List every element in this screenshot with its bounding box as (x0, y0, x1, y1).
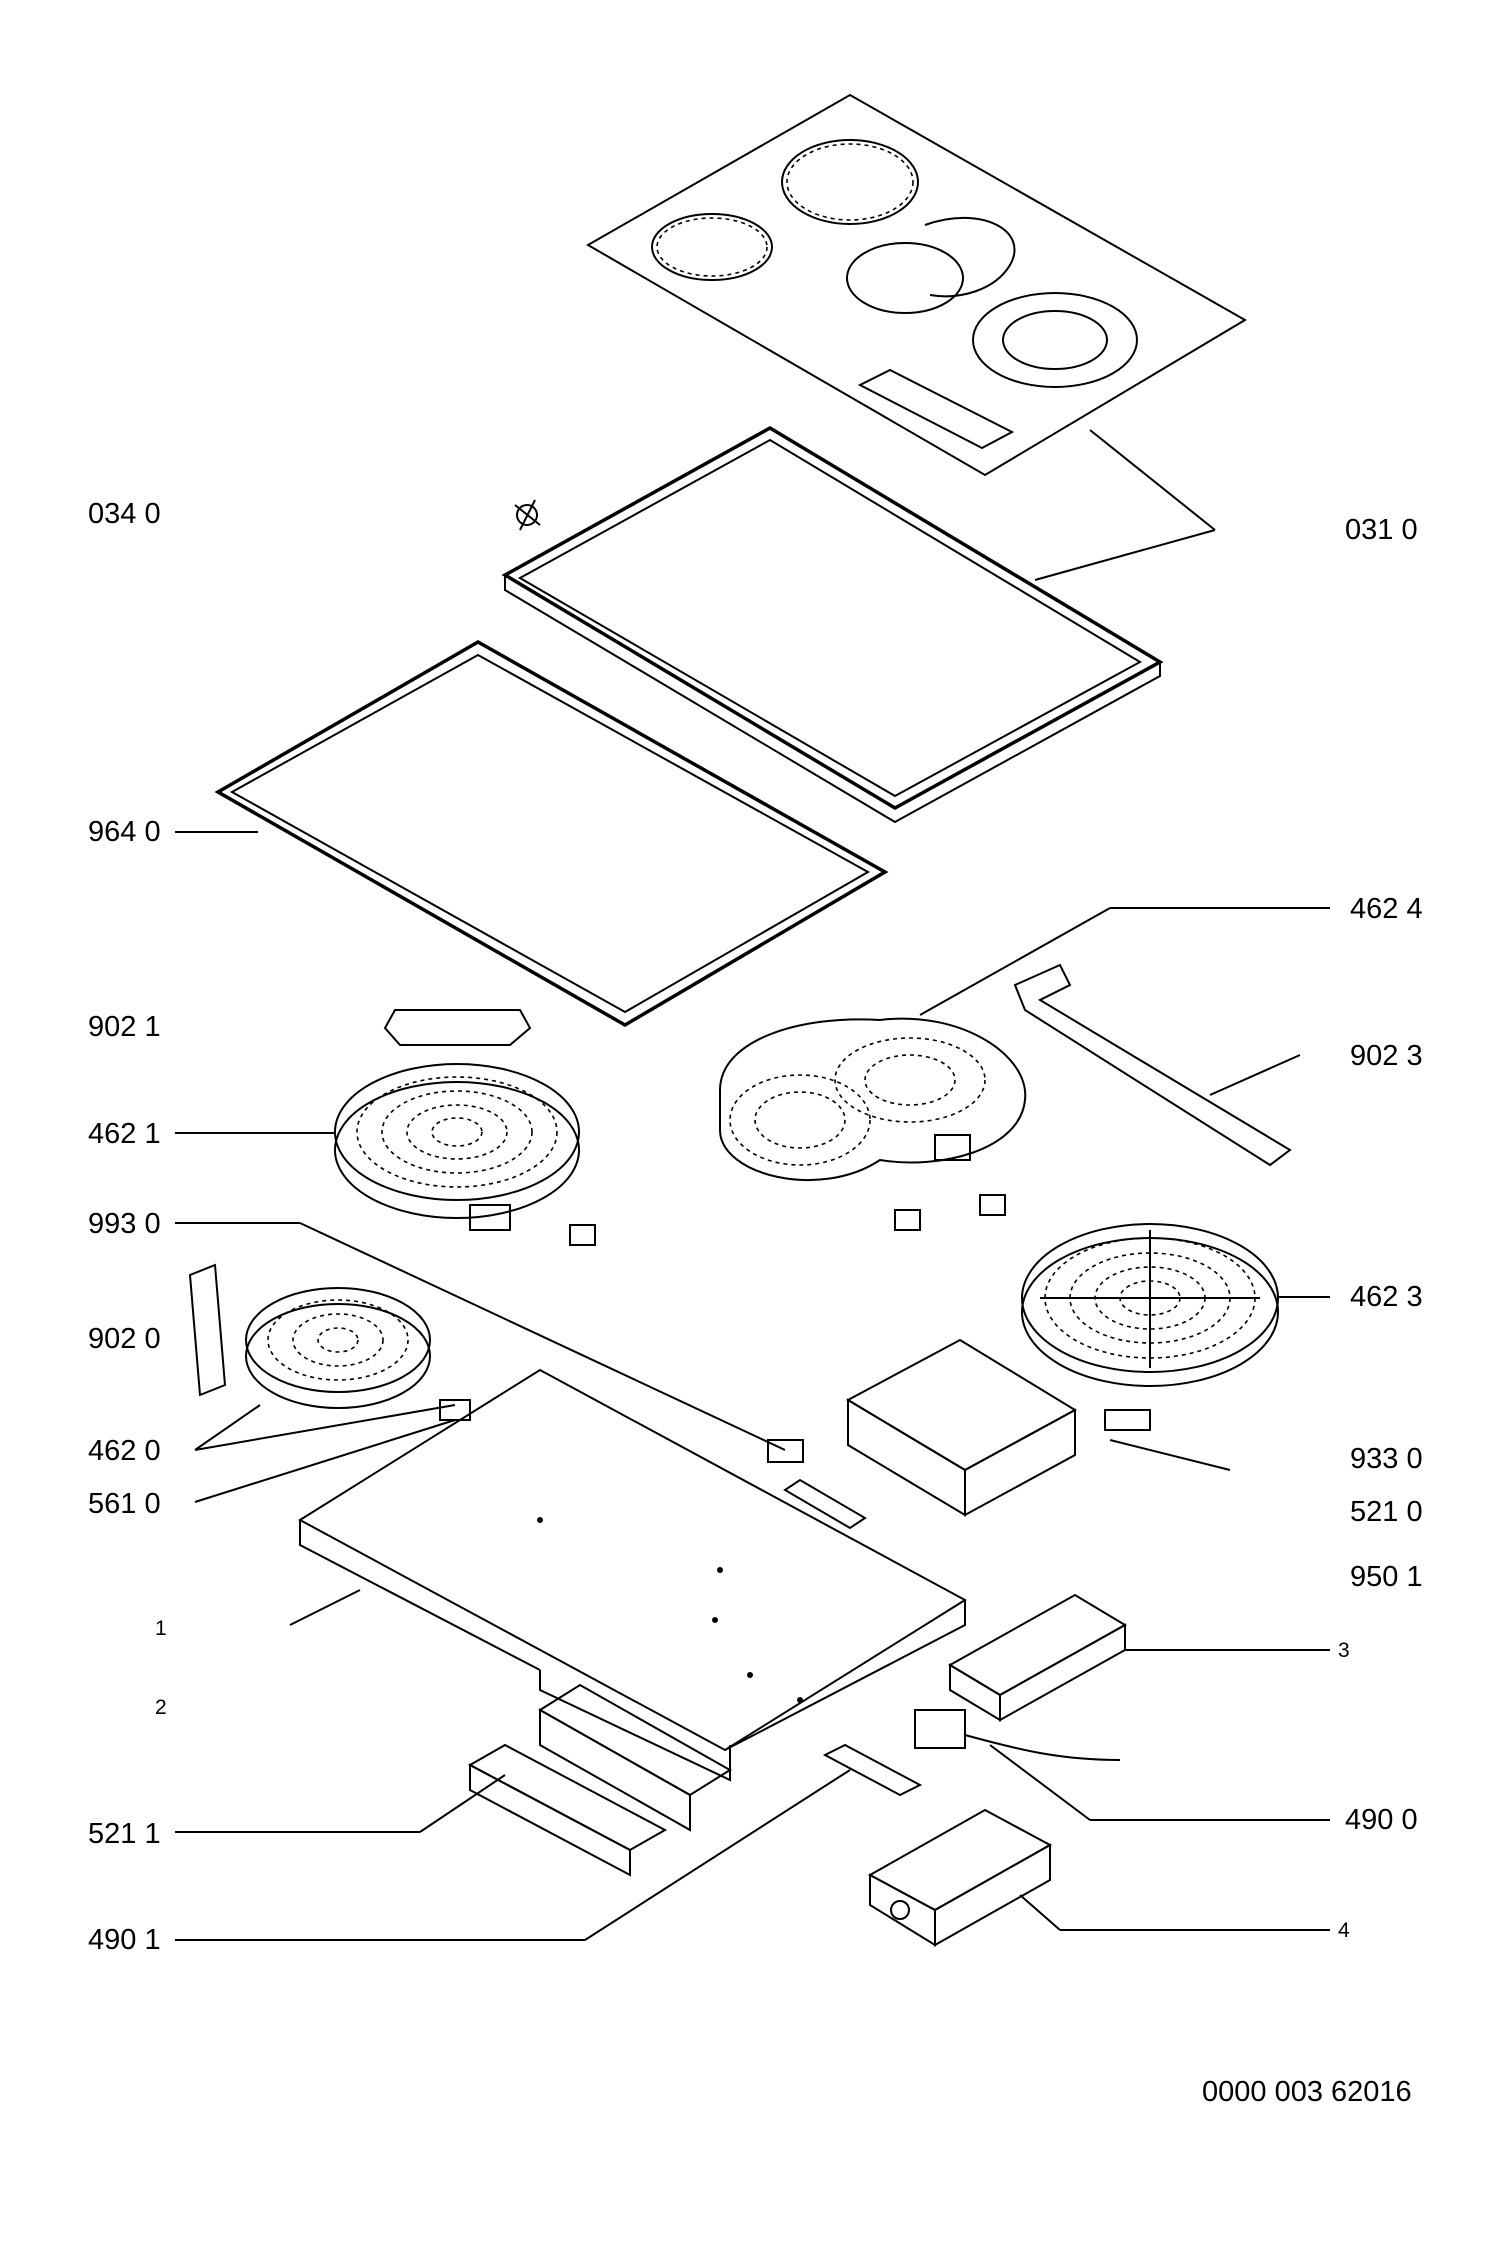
radiant-heater-462-0 (245, 1287, 471, 1421)
part-label-4: 4 (1338, 1919, 1350, 1942)
part-label-902-1: 902 1 (88, 1011, 161, 1043)
glass-ceramic-top (585, 93, 1247, 477)
part-label-462-0: 462 0 (88, 1435, 161, 1467)
part-label-462-4: 462 4 (1350, 893, 1423, 925)
radiant-heater-462-1 (334, 1063, 596, 1246)
bracket-902-0 (188, 1263, 227, 1397)
channel-2 (538, 1683, 732, 1832)
part-label-993-0: 993 0 (88, 1208, 161, 1240)
part-label-462-3: 462 3 (1350, 1281, 1423, 1313)
part-label-462-1: 462 1 (88, 1118, 161, 1150)
part-label-521-1: 521 1 (88, 1818, 161, 1850)
leader-lines (175, 429, 1330, 1941)
frame-seal (214, 639, 889, 1028)
part-label-561-0: 561 0 (88, 1488, 161, 1520)
bracket-902-1 (383, 1009, 532, 1046)
part-label-2: 2 (155, 1696, 167, 1719)
part-label-521-0: 521 0 (1350, 1496, 1423, 1528)
part-label-1: 1 (155, 1617, 167, 1640)
connector-strip-521-0 (783, 1478, 867, 1530)
part-label-3: 3 (1338, 1639, 1350, 1662)
terminal-993-0 (767, 1439, 804, 1463)
bottom-tray (298, 1368, 967, 1782)
part-label-031-0: 031 0 (1345, 514, 1418, 546)
radiant-heater-462-3 (1021, 1223, 1279, 1387)
drawing-reference-number: 0000 003 62016 (1202, 2076, 1412, 2108)
part-label-933-0: 933 0 (1350, 1443, 1423, 1475)
part-label-950-1: 950 1 (1350, 1561, 1423, 1593)
connector-490-1 (822, 1743, 923, 1797)
dual-radiant-heater-462-4 (719, 1017, 1027, 1231)
part-label-902-3: 902 3 (1350, 1040, 1423, 1072)
control-unit-933-0 (845, 1338, 1231, 1517)
hob-frame (501, 425, 1164, 824)
part-label-902-0: 902 0 (88, 1323, 161, 1355)
part-label-490-0: 490 0 (1345, 1804, 1418, 1836)
part-label-964-0: 964 0 (88, 816, 161, 848)
terminal-block-490-0 (914, 1709, 1121, 1761)
housing-3 (948, 1593, 1127, 1722)
mounting-rail-902-3 (979, 963, 1292, 1216)
part-label-034-0: 034 0 (88, 498, 161, 530)
box-4 (867, 1808, 1053, 1947)
control-board-521-1 (467, 1743, 668, 1877)
part-label-490-1: 490 1 (88, 1924, 161, 1956)
